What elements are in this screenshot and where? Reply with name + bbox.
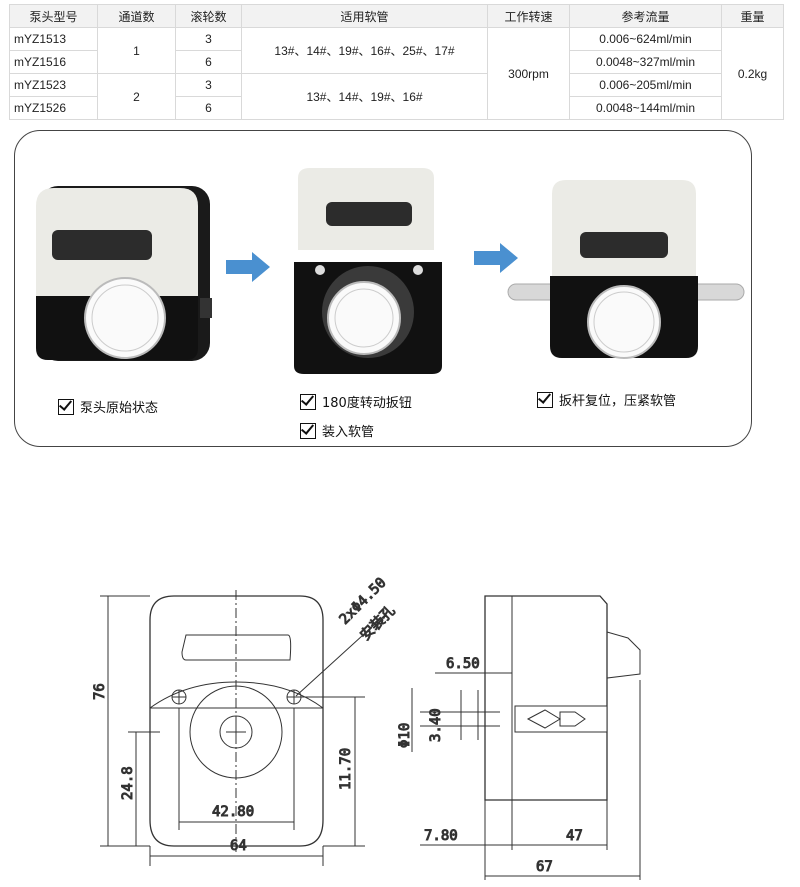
cell-rollers: 3	[175, 73, 242, 97]
pump-original-image	[36, 186, 212, 361]
dim-6-50: 6.50	[446, 656, 480, 672]
step3-caption: 扳杆复位，压紧软管	[537, 390, 676, 409]
pump-clamped-image	[507, 180, 745, 359]
dim-76: 76	[92, 683, 108, 700]
dim-24-8: 24.8	[120, 766, 136, 800]
step2a-label: 180度转动扳钮	[322, 396, 412, 411]
step2a-caption: 180度转动扳钮	[300, 392, 412, 411]
step2b-caption: 装入软管	[300, 421, 374, 440]
steps-panel	[14, 130, 752, 447]
cell-rollers: 6	[175, 50, 242, 74]
dim-47: 47	[566, 828, 583, 844]
cell-model: mYZ1516	[9, 50, 98, 74]
cell-channels: 2	[97, 73, 176, 120]
right-arrow-icon	[474, 243, 518, 273]
cell-model: mYZ1526	[9, 96, 98, 120]
checkbox-icon	[537, 391, 553, 408]
cell-flow: 0.006~624ml/min	[569, 27, 722, 51]
side-view	[411, 595, 641, 880]
col-header-tubes: 适用软管	[241, 4, 488, 28]
cell-channels: 1	[97, 27, 176, 74]
cell-rollers: 3	[175, 27, 242, 51]
cell-flow: 0.0048~327ml/min	[569, 50, 722, 74]
table-header-row: 泵头型号 通道数 滚轮数 适用软管 工作转速 参考流量 重量	[9, 4, 784, 28]
col-header-weight: 重量	[721, 4, 784, 28]
step3-label: 扳杆复位，压紧软管	[559, 394, 677, 409]
cell-model: mYZ1523	[9, 73, 98, 97]
cell-flow: 0.006~205ml/min	[569, 73, 722, 97]
pump-opened-image	[294, 168, 442, 374]
spec-table: 泵头型号 通道数 滚轮数 适用软管 工作转速 参考流量 重量 mYZ1513 1…	[9, 4, 784, 120]
table-row: mYZ1513 1 3 13#、14#、19#、16#、25#、17# 300r…	[9, 27, 784, 120]
dim-7-80: 7.80	[424, 828, 458, 844]
dimension-drawing: 76 24.8 11.70 42.80 64 2xΦ4.50 安装孔 6.50 …	[92, 575, 641, 880]
col-header-rollers: 滚轮数	[175, 4, 242, 28]
right-arrow-icon	[226, 252, 270, 282]
dim-42-80: 42.80	[212, 804, 254, 820]
cell-flow: 0.0048~144ml/min	[569, 96, 722, 120]
checkbox-icon	[300, 393, 316, 410]
col-header-flow: 参考流量	[569, 4, 722, 28]
col-header-model: 泵头型号	[9, 4, 98, 28]
cell-tubes: 13#、14#、19#、16#	[241, 73, 488, 120]
step2b-label: 装入软管	[322, 425, 375, 440]
dim-67: 67	[536, 859, 553, 875]
table-row: mYZ1523 2 3 13#、14#、19#、16# 0.006~205ml/…	[9, 73, 784, 120]
cell-speed: 300rpm	[487, 27, 570, 120]
dim-64: 64	[230, 838, 247, 854]
cell-model: mYZ1513	[9, 27, 98, 51]
table-row: mYZ1516 6 0.0048~327ml/min	[9, 50, 784, 74]
cell-tubes: 13#、14#、19#、16#、25#、17#	[241, 27, 488, 74]
cell-weight: 0.2kg	[721, 27, 784, 120]
step1-caption: 泵头原始状态	[58, 397, 158, 416]
dim-3-40: 3.40	[428, 708, 444, 742]
checkbox-icon	[58, 398, 74, 415]
step1-label: 泵头原始状态	[80, 401, 159, 416]
cell-rollers: 6	[175, 96, 242, 120]
col-header-speed: 工作转速	[487, 4, 570, 28]
dim-11-70: 11.70	[338, 748, 354, 790]
dim-phi10: Φ10	[397, 723, 413, 748]
table-row: mYZ1526 6 0.0048~144ml/min	[9, 96, 784, 120]
col-header-channels: 通道数	[97, 4, 176, 28]
checkbox-icon	[300, 422, 316, 439]
front-view	[100, 590, 386, 866]
